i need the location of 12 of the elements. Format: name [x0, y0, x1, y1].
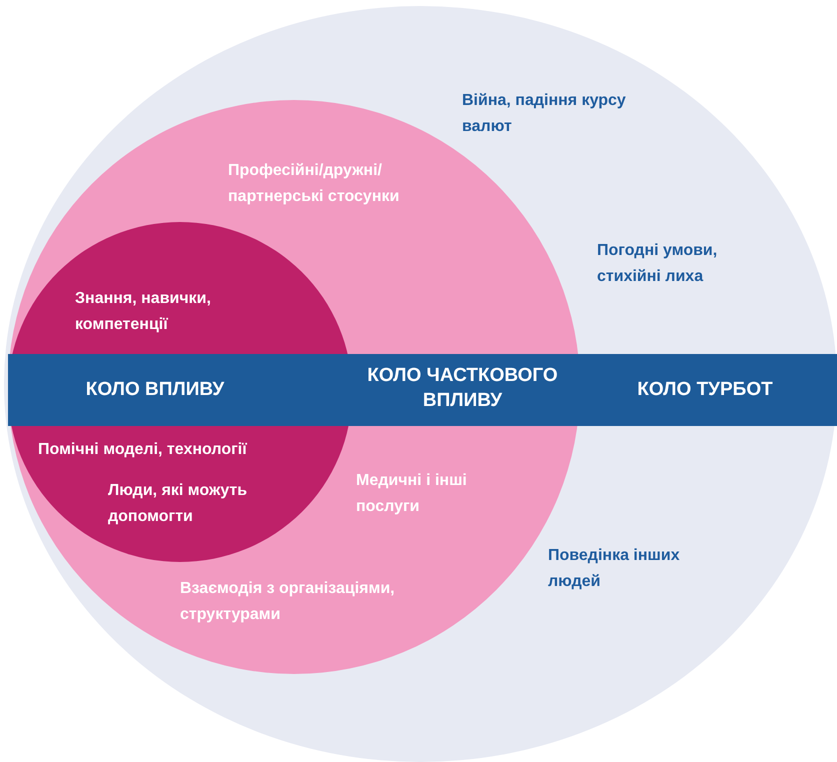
- circle-item-label: Люди, які можуть допомогти: [108, 481, 248, 527]
- circle-item-label: Медичні і інші послуги: [356, 471, 468, 517]
- circle-item-label: Війна, падіння курсу валют: [462, 91, 627, 137]
- circle-title: КОЛО ТУРБОТ: [636, 378, 774, 402]
- circle-item-label: Помічні моделі, технології: [38, 440, 248, 460]
- circle-item-label: Поведінка інших людей: [548, 546, 681, 592]
- circle-item-label: Взаємодія з організаціями, структурами: [180, 579, 396, 625]
- circle-item-label: Погодні умови, стихійні лиха: [597, 241, 718, 287]
- circle-item-label: Знання, навички, компетенції: [75, 289, 212, 335]
- circle-item-label: Професійні/дружні/ партнерські стосунки: [228, 161, 400, 207]
- circle-title: КОЛО ВПЛИВУ: [84, 378, 226, 402]
- circle-title: КОЛО ЧАСТКОВОГО ВПЛИВУ: [366, 364, 559, 413]
